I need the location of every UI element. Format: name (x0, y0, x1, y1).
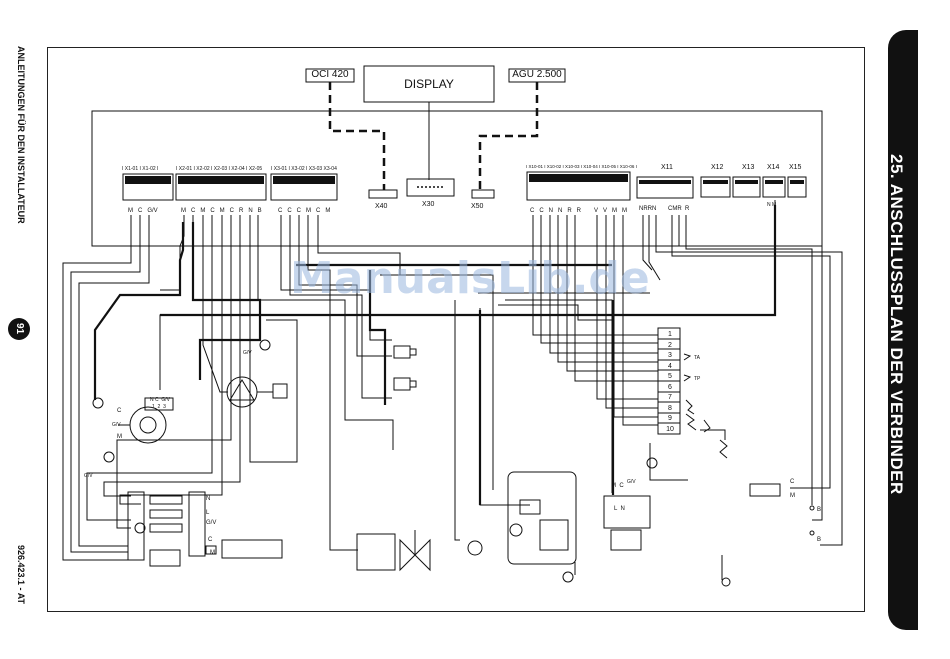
fan-pin-numbers: 1 2 3 (152, 404, 166, 410)
x30-label: X30 (422, 201, 435, 208)
terminal-9: 9 (668, 415, 672, 422)
pins-x10a: C C N N R R (530, 208, 582, 214)
x40-label: X40 (375, 203, 388, 210)
x11-label: X11 (661, 164, 673, 171)
pins-x11b: CMR R (668, 206, 690, 212)
thick-wires (93, 205, 777, 505)
board-m: M (210, 550, 215, 556)
terminal-10: 10 (666, 425, 674, 433)
ignition-unit (603, 495, 651, 551)
sensor-plug (749, 483, 815, 536)
pump-icon (226, 376, 288, 408)
ignition-mc: M C (611, 483, 624, 489)
x12-label: X12 (711, 164, 724, 171)
board-c: C (208, 537, 213, 543)
appliance-board (127, 491, 283, 567)
left-margin: ANLEITUNGEN FÜR DEN INSTALLATEUR 91 926.… (6, 0, 34, 659)
terminal-6: 6 (668, 383, 672, 391)
earth-icons (92, 339, 731, 587)
ignition-ln: L N (614, 506, 625, 512)
terminal-5: 5 (668, 373, 672, 380)
fan-c: C (117, 408, 122, 414)
x15-label: X15 (789, 164, 802, 171)
tag-ta: TA (694, 355, 701, 361)
pins-x1: M C G/V (128, 208, 158, 214)
pins-x10b: V V M M (594, 208, 628, 214)
board-l: L (206, 510, 210, 516)
tag-tp: TP (694, 376, 701, 382)
fan-pin-labels: N C G/V (150, 397, 171, 403)
sensor-c: C (790, 479, 795, 485)
wires (62, 200, 843, 580)
pins-x14: N M (767, 202, 777, 208)
terminal-2: 2 (668, 341, 672, 349)
board-n: N (206, 496, 211, 502)
left-gv: G/V (84, 473, 93, 479)
pump-gv: G/V (243, 350, 252, 356)
pins-x2: M C M C M C R N B (181, 208, 262, 214)
header-x10: I X10-01 I X10-02 I X10-03 I X10-04 I X1… (526, 164, 637, 169)
section-tab-background (888, 30, 918, 630)
header-x1: I X1-01 I X1-02 I (122, 166, 159, 172)
pins-x3: C C C M C M (278, 208, 331, 214)
x50-label: X50 (471, 203, 484, 210)
x13-label: X13 (742, 164, 755, 171)
terminal-strip (657, 327, 728, 459)
diagram-frame (47, 47, 865, 612)
fan-icon (118, 397, 174, 444)
connector-teeth (125, 174, 804, 184)
gas-valve-icon (507, 471, 577, 565)
fan-m: M (117, 434, 122, 440)
contact-b2: B (817, 537, 822, 543)
terminal-8: 8 (668, 404, 672, 412)
board-gv: G/V (206, 520, 217, 526)
three-way-valve (356, 530, 431, 572)
main-board-outline (91, 110, 823, 247)
sensor-m: M (790, 493, 795, 499)
page-number-badge (8, 318, 30, 340)
oci-label: OCI 420 (311, 69, 349, 80)
terminal-numbers: 1 2 3 4 5 6 7 8 9 10 (663, 330, 677, 435)
section-tab (888, 0, 950, 659)
header-x2: I X2-01 I X2-02 I X2-03 I X2-04 I X2-05 (176, 166, 263, 172)
terminal-3: 3 (668, 352, 672, 359)
ignition-gv: G/V (627, 479, 636, 485)
pins-x11: NRRN (639, 206, 657, 212)
x14-label: X14 (767, 164, 780, 171)
terminal-7: 7 (668, 394, 672, 401)
contact-b1: B (817, 507, 822, 513)
display-label: DISPLAY (404, 77, 454, 91)
fan-gv: G/V (112, 422, 121, 428)
agu-label: AGU 2.500 (512, 69, 562, 80)
header-x3: I X3-01 I X3-02 I X3-03 X3-04 (271, 166, 337, 172)
watermark: ManualsLib.de (290, 253, 650, 304)
terminal-1: 1 (668, 331, 672, 338)
valve-actuators (393, 345, 417, 391)
terminal-4: 4 (668, 362, 672, 370)
